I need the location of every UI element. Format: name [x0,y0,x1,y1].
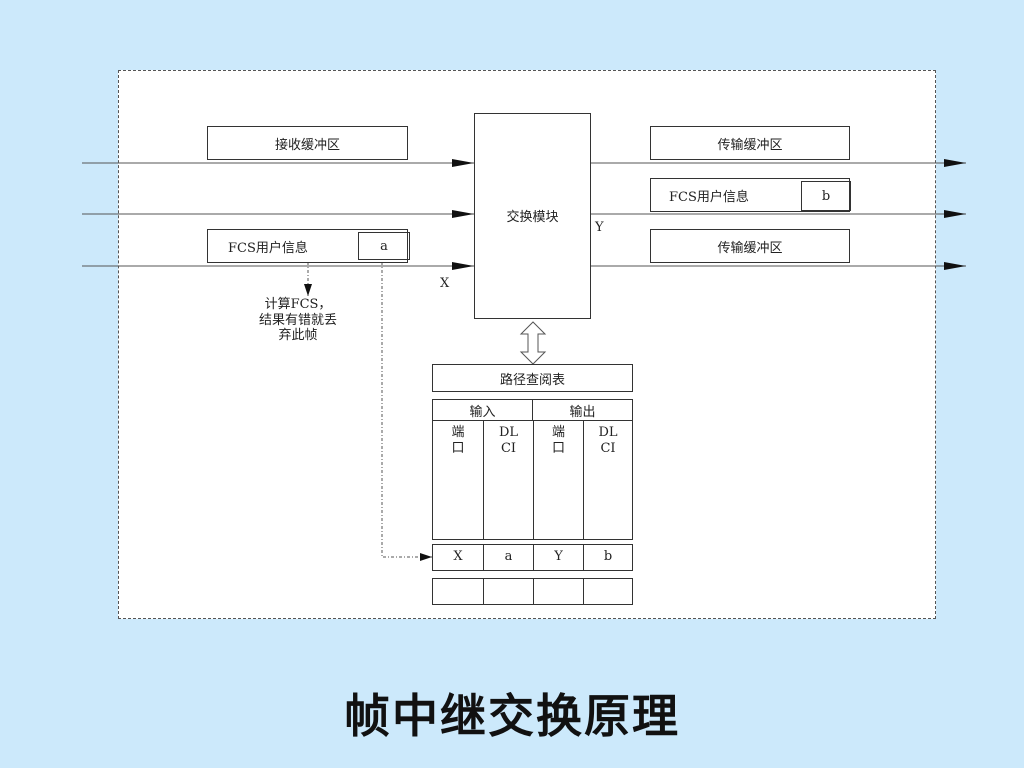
lookup-header-in-port: 端 口 [432,420,484,540]
lookup-entry-in-dlci: a [483,544,534,571]
fcs-input-label: FCS用户信息 [228,240,308,256]
lookup-empty-cell [583,578,633,605]
fcs-check-note: 计算FCS， 结果有错就丢 弃此帧 [258,297,337,344]
table-link-arrow [519,321,547,365]
lookup-header-out-port: 端 口 [533,420,584,540]
port-x-label: X [440,276,450,291]
dlci-lookup-line [381,262,432,561]
dlci-a-field: a [358,232,410,260]
page-title: 帧中继交换原理 [344,689,680,743]
dlci-b-field: b [801,181,851,211]
lookup-empty-cell [533,578,584,605]
lookup-table-group-input: 输入 [432,399,533,421]
port-y-label: Y [595,220,604,235]
lookup-empty-cell [432,578,484,605]
receive-buffer-box: 接收缓冲区 [207,126,408,160]
transmit-buffer-box-2: 传输缓冲区 [650,229,850,263]
switch-module-box: 交换模块 [474,113,591,319]
lookup-entry-in-port: X [432,544,484,571]
lookup-entry-out-port: Y [533,544,584,571]
fcs-output-label: FCS用户信息 [669,189,749,205]
lookup-table-title: 路径查阅表 [432,364,633,392]
fcs-output-box: FCS用户信息 b [650,178,851,212]
fcs-input-box: FCS用户信息 a [207,229,410,263]
lookup-table-group-output: 输出 [532,399,633,421]
lookup-header-out-dlci: DL CI [583,420,633,540]
lookup-entry-out-dlci: b [583,544,633,571]
transmit-buffer-box-1: 传输缓冲区 [650,126,850,160]
lookup-header-in-dlci: DL CI [483,420,534,540]
lookup-empty-cell [483,578,534,605]
